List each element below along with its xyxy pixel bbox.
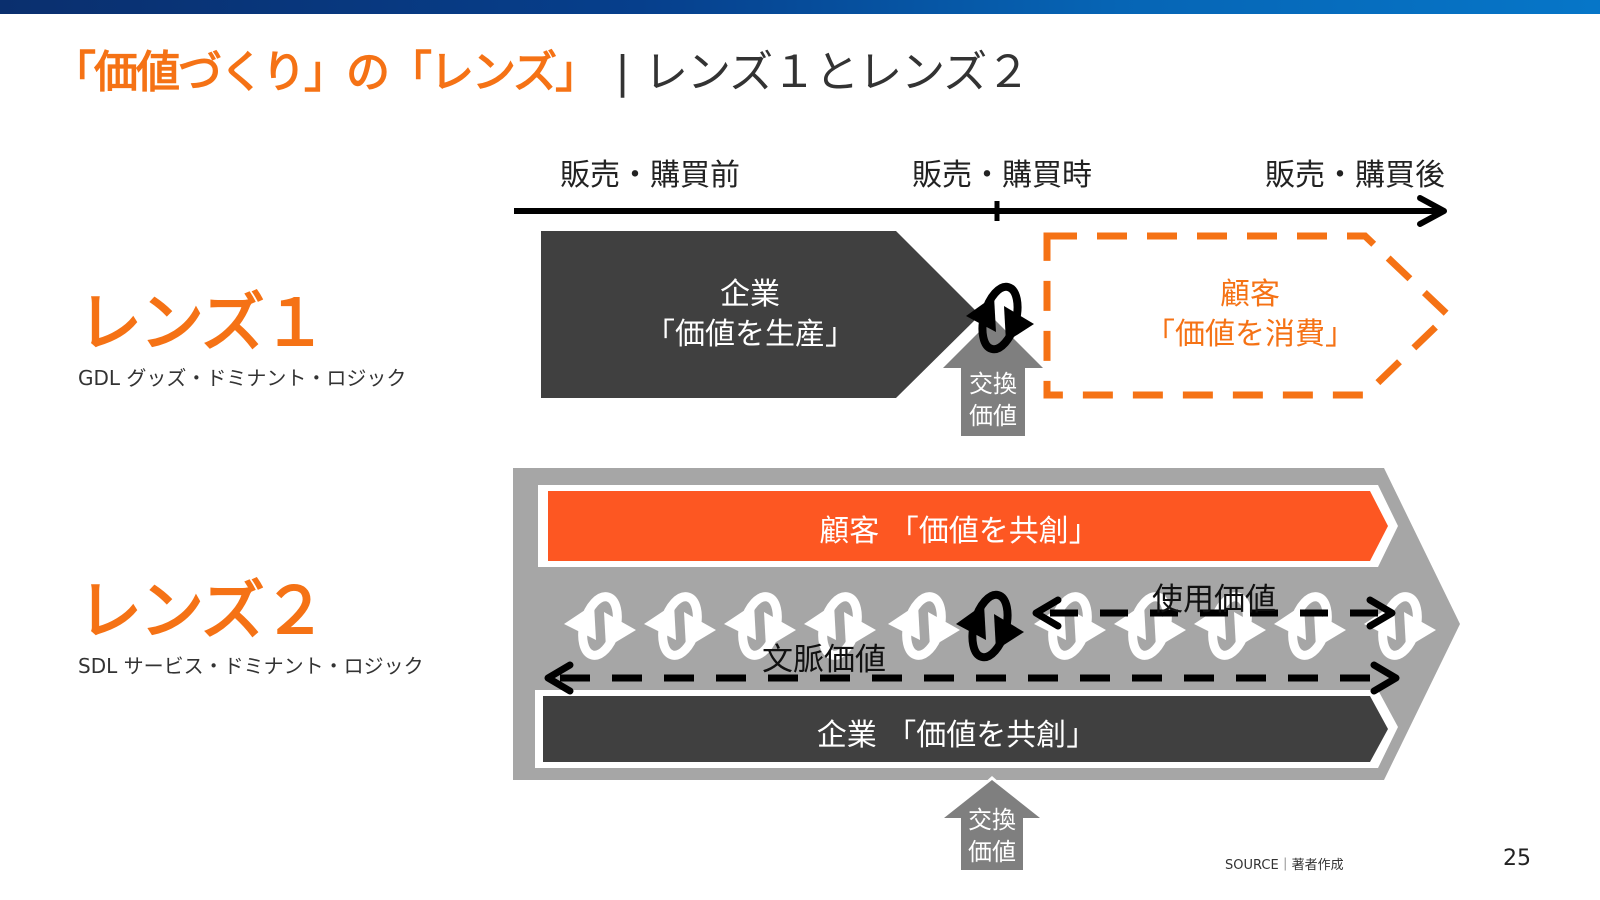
lens1-company-text: 企業 「価値を生産」 [630,275,870,355]
lens2-title: レンズ２ [78,575,327,649]
lens1-title: レンズ１ [78,287,327,361]
lens2-customer-band-text: 顧客 「価値を共創」 [819,514,1099,549]
title-rest: レンズ１とレンズ２ [643,47,1030,98]
lens1-exchange-loop-icon [966,283,1034,353]
lens2-label: レンズ２ SDL サービス・ドミナント・ロジック [78,580,424,679]
lens1-exchange-line2: 価値 [969,402,1017,430]
lens1-customer-text: 顧客 「価値を消費」 [1110,275,1390,355]
lens1-exchange-line1: 交換 [969,370,1017,398]
title-separator: | [615,47,630,98]
timeline-label-before: 販売・購買前 [560,158,740,193]
lens1-company-role: 「価値を生産」 [645,317,855,352]
lens2-company-band-text: 企業 「価値を共創」 [816,718,1097,753]
source-note: SOURCE｜著者作成 [1225,858,1344,873]
use-value-label: 使用価値 [1152,582,1276,618]
lens1-subtitle: GDL グッズ・ドミナント・ロジック [78,366,407,390]
lens1-exchange-text: 交換 価値 [958,368,1028,432]
context-value-label: 文脈価値 [762,642,886,678]
timeline-label-during: 販売・購買時 [912,158,1092,193]
lens2-subtitle: SDL サービス・ドミナント・ロジック [78,654,424,678]
title-accent: 「価値づくり」の「レンズ」 [52,47,599,98]
lens1-company-label: 企業 [720,277,780,312]
timeline-label-after: 販売・購買後 [1265,158,1445,193]
page-number: 25 [1503,846,1531,871]
lens2-exchange-line2: 価値 [968,838,1016,866]
context-value-arrow [544,661,1400,695]
lens1-customer-label: 顧客 [1220,277,1280,312]
timeline-arrow [514,195,1447,227]
lens2-exchange-line1: 交換 [968,806,1016,834]
lens1-customer-role: 「価値を消費」 [1145,317,1355,352]
lens2-exchange-text: 交換 価値 [957,804,1027,868]
lens1-label: レンズ１ GDL グッズ・ドミナント・ロジック [78,292,406,391]
page-title: 「価値づくり」の「レンズ」 | レンズ１とレンズ２ [52,36,1030,106]
cocreation-loops [564,591,1436,661]
top-banner [0,0,1600,14]
